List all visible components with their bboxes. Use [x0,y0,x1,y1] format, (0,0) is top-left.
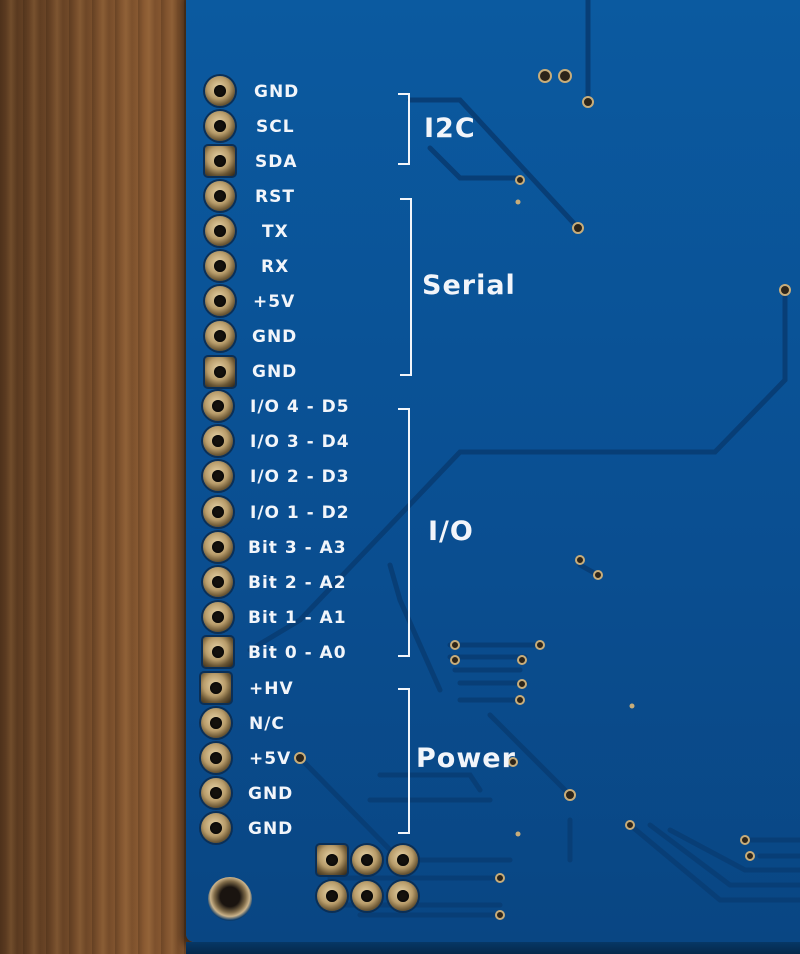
header-pin [203,426,233,456]
pin-label-io4: I/O 4 - D5 [250,397,350,417]
pin-label-nc: N/C [249,714,285,734]
pin-label-io3: I/O 3 - D4 [250,432,350,452]
pin-label-tx: TX [262,222,289,242]
header-pin [203,461,233,491]
pin-label-gnd: GND [252,362,298,382]
icsp-pin [388,845,418,875]
pin-label-bit2: Bit 2 - A2 [248,573,347,593]
header-pin-square [205,357,235,387]
header-pin-square [205,146,235,176]
header-pin [203,532,233,562]
header-pin [203,602,233,632]
io-bracket [398,408,410,657]
header-pin [201,708,231,738]
pin-label-5v: +5V [253,292,296,312]
pin-label-scl: SCL [256,117,295,137]
pcb-board [186,0,800,942]
pin-label-gnd: GND [248,784,294,804]
pin-label-5v: +5V [249,749,292,769]
header-pin [205,181,235,211]
header-pin-square [203,637,233,667]
pin-label-hv: +HV [249,679,294,699]
pin-label-rx: RX [261,257,290,277]
header-pin-square [201,673,231,703]
header-pin [201,743,231,773]
group-label-i2c: I2C [424,113,476,144]
pin-label-bit0: Bit 0 - A0 [248,643,347,663]
serial-bracket [400,198,412,376]
pin-label-io2: I/O 2 - D3 [250,467,350,487]
header-pin [201,778,231,808]
header-pin [205,286,235,316]
icsp-pin-square [317,845,347,875]
header-pin [205,251,235,281]
pcb-board-edge [186,942,800,954]
pin-label-rst: RST [255,187,295,207]
pin-label-gnd: GND [254,82,300,102]
icsp-pin [388,881,418,911]
pin-label-sda: SDA [255,152,298,172]
header-pin [203,567,233,597]
header-pin [203,391,233,421]
icsp-pin [352,881,382,911]
i2c-bracket [398,93,410,165]
mounting-hole [208,877,252,921]
group-label-serial: Serial [422,270,516,301]
header-pin [201,813,231,843]
pin-label-bit3: Bit 3 - A3 [248,538,347,558]
header-pin [205,76,235,106]
pin-label-io1: I/O 1 - D2 [250,503,350,523]
icsp-pin [352,845,382,875]
header-pin [203,497,233,527]
pin-label-gnd: GND [248,819,294,839]
header-pin [205,111,235,141]
group-label-power: Power [416,743,516,774]
icsp-pin [317,881,347,911]
group-label-io: I/O [428,516,474,547]
power-bracket [398,688,410,834]
pin-label-bit1: Bit 1 - A1 [248,608,347,628]
header-pin [205,216,235,246]
pin-label-gnd: GND [252,327,298,347]
header-pin [205,321,235,351]
